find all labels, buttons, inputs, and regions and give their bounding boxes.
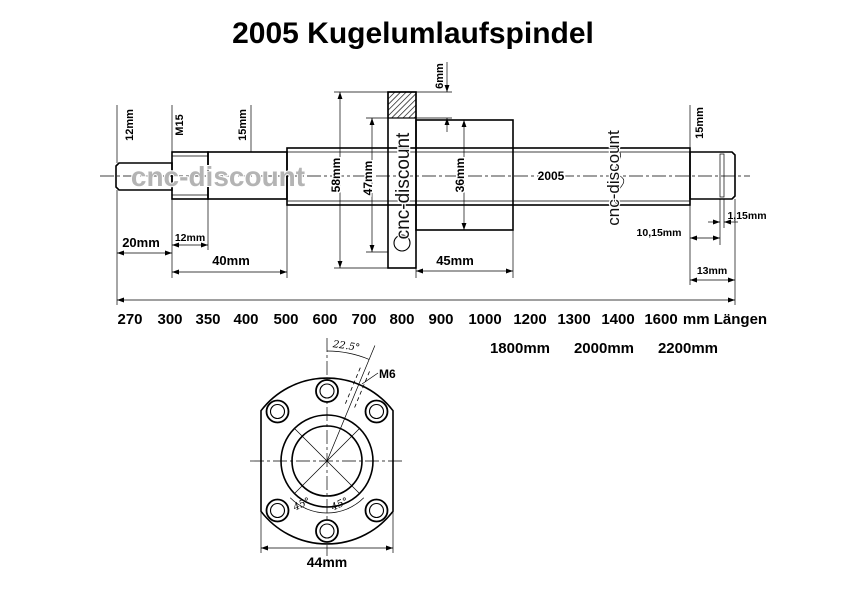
angle-label-22-5: 22.5°	[331, 339, 361, 354]
bolt-circle-label: 47mm	[361, 161, 375, 196]
bolt-hole	[315, 379, 339, 403]
length-option: 1300	[557, 311, 590, 328]
watermark-vertical-screw: cnc-discount	[604, 130, 623, 226]
screw-type-label: 2005	[538, 169, 565, 183]
m6-label: M6	[379, 367, 396, 381]
length-option: 1800mm	[490, 340, 550, 357]
length-options: 270 300 350 400 500 600 700 800 900 1000…	[117, 311, 767, 357]
length-unit-label: mm Längen	[683, 311, 767, 328]
bolt-hole-outer	[315, 519, 339, 543]
length-option: 1200	[513, 311, 546, 328]
left-end-diameter-label: 12mm	[124, 109, 136, 141]
bolt-hole-inner	[269, 502, 286, 519]
right-end-diameter-label: 15mm	[694, 107, 706, 139]
bolt-hole	[364, 498, 389, 523]
bolt-hole-inner	[269, 403, 286, 420]
groove-width-label: 1,15mm	[727, 210, 766, 222]
screw-body	[286, 147, 691, 206]
length-option: 1600	[644, 311, 677, 328]
length-option: 700	[351, 311, 376, 328]
nut-length-label: 45mm	[436, 253, 474, 268]
length-option: 1400	[601, 311, 634, 328]
angle-label-45-right: 45°	[329, 496, 351, 514]
flange-thickness-label: 6mm	[434, 63, 446, 89]
watermark-vertical-nut: cnc-discount	[393, 132, 414, 239]
bearing-diameter-label: 15mm	[237, 109, 249, 141]
angle-ray-22-5	[326, 345, 376, 462]
length-option: 900	[428, 311, 453, 328]
bolt-hole-outer	[265, 399, 290, 424]
bolt-hole-outer	[364, 399, 389, 424]
ball-screw-side-view: 12mm M15 15mm 15mm 6mm 58mm 47mm 36mm 20…	[100, 62, 767, 305]
length-option: 300	[157, 311, 182, 328]
bolt-hole	[265, 498, 290, 523]
bolt-hole	[265, 399, 290, 424]
angle-label-45-left: 45°	[291, 496, 313, 514]
length-option: 350	[195, 311, 220, 328]
watermark-horizontal: cnc-discount	[131, 161, 305, 192]
left-end-length-label: 20mm	[122, 235, 160, 250]
flange-diameter-label: 58mm	[329, 158, 343, 193]
groove-position-label: 10,15mm	[637, 227, 682, 239]
flange-hatch	[387, 91, 417, 119]
circlip-groove	[719, 153, 725, 198]
length-option: 400	[233, 311, 258, 328]
bolt-hole	[315, 519, 339, 543]
bolt-hole-inner	[368, 502, 385, 519]
bolt-hole-inner	[319, 523, 335, 539]
page-title: 2005 Kugelumlaufspindel	[232, 17, 594, 50]
length-option: 800	[389, 311, 414, 328]
length-option: 1000	[468, 311, 501, 328]
flange-flat-width-label: 44mm	[307, 554, 347, 570]
length-option: 2000mm	[574, 340, 634, 357]
thread-length-label: 12mm	[175, 232, 205, 244]
bolt-hole-outer	[364, 498, 389, 523]
right-journal	[689, 151, 736, 200]
bolt-hole	[364, 399, 389, 424]
angle-arc-45	[289, 497, 365, 514]
bearing-length-label: 40mm	[212, 253, 250, 268]
angle-arc-22-5	[326, 350, 370, 360]
length-option: 2200mm	[658, 340, 718, 357]
bolt-hole-outer	[315, 379, 339, 403]
thread-label: M15	[174, 114, 186, 135]
bolt-hole-inner	[368, 403, 385, 420]
right-end-length-label: 13mm	[697, 265, 727, 277]
break-line	[613, 147, 625, 206]
length-option: 270	[117, 311, 142, 328]
flange-hole	[393, 234, 411, 252]
flange-front-view: 22.5° M6 45° 45° 44mm	[250, 338, 404, 570]
length-option: 600	[312, 311, 337, 328]
bolt-hole-outer	[265, 498, 290, 523]
bolt-hole-inner	[319, 383, 335, 399]
m6-leader-line	[361, 372, 379, 385]
length-option: 500	[273, 311, 298, 328]
nut-diameter-label: 36mm	[453, 158, 467, 193]
